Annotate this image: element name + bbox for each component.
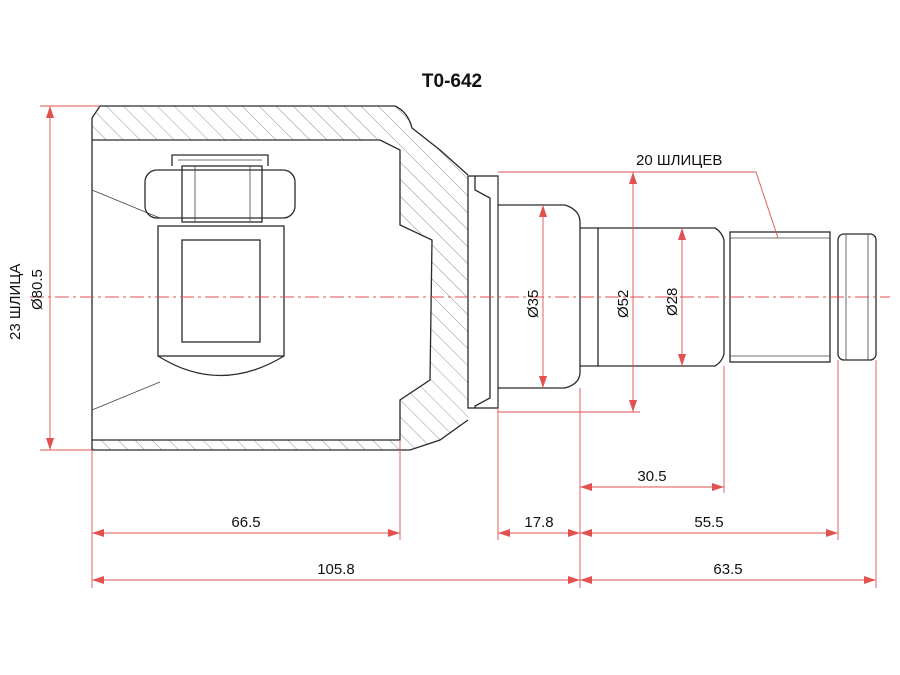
outer-diameter-label: Ø80.5 [29, 269, 46, 310]
dim-63-5-label: 63.5 [713, 561, 742, 578]
spline-leader [636, 171, 779, 239]
spline-count-label: 20 ШЛИЦЕВ [636, 152, 722, 169]
dimension-30-5 [580, 483, 724, 491]
dim-105-8-label: 105.8 [317, 561, 355, 578]
tripod-hub [157, 225, 285, 357]
dimension-d35 [539, 205, 547, 388]
extension-lines [91, 360, 877, 588]
dimension-d28 [678, 228, 686, 366]
d52-label: Ø52 [615, 290, 632, 318]
dim-66-5-label: 66.5 [231, 514, 260, 531]
dimension-row-1 [92, 529, 838, 537]
dimension-d52 [498, 171, 640, 413]
left-spline-note: 23 ШЛИЦА [7, 264, 24, 340]
d35-label: Ø35 [525, 290, 542, 318]
dimension-outer-diameter [40, 105, 100, 451]
dim-17-8-label: 17.8 [524, 514, 553, 531]
dim-30-5-label: 30.5 [637, 468, 666, 485]
dimension-row-2 [92, 576, 876, 584]
tripod-roller [144, 169, 296, 219]
dim-55-5-label: 55.5 [694, 514, 723, 531]
d28-label: Ø28 [664, 288, 681, 316]
part-number-title: T0-642 [422, 71, 482, 92]
flange [467, 175, 499, 409]
tripod-assembly [144, 154, 296, 377]
spline-section [729, 231, 877, 363]
housing-body [91, 105, 469, 451]
